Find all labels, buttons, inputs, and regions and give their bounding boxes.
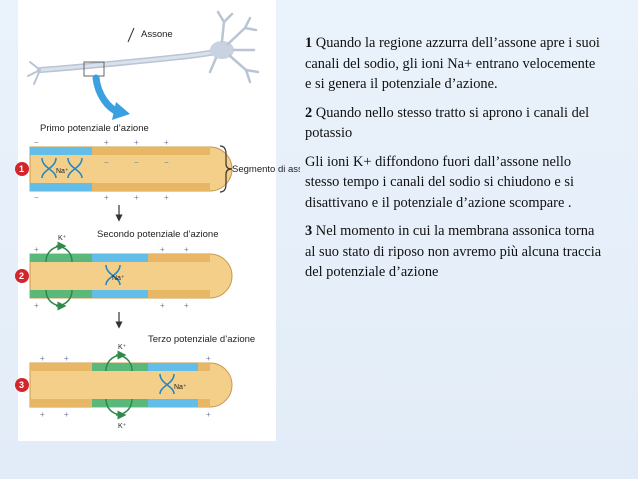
step-3-badge <box>15 378 29 392</box>
state-2-axon: K⁺ Na⁺ + + + + + + <box>29 235 233 311</box>
svg-text:+: + <box>64 410 69 419</box>
paragraph-1: 1 Quando la regione azzurra dell’assone … <box>305 33 605 95</box>
step-2-badge <box>15 269 29 283</box>
svg-text:+: + <box>104 138 109 147</box>
svg-text:+: + <box>206 410 211 419</box>
segment-bracket <box>219 145 233 193</box>
svg-text:K⁺: K⁺ <box>118 423 127 430</box>
svg-text:−: − <box>134 158 139 167</box>
svg-text:−: − <box>164 158 169 167</box>
svg-text:−: − <box>34 138 39 147</box>
svg-text:+: + <box>34 245 39 254</box>
paragraph-1-number: 1 <box>305 35 313 51</box>
paragraph-1-text: Quando la regione azzurra dell’assone ap… <box>305 35 600 92</box>
paragraph-2-text: Quando nello stesso tratto si aprono i c… <box>305 104 590 142</box>
label-primo: Primo potenziale d’azione <box>40 123 149 134</box>
label-terzo: Terzo potenziale d’azione <box>148 334 255 345</box>
paragraph-2: 2 Quando nello stesso tratto si aprono i… <box>305 103 605 144</box>
svg-text:1: 1 <box>19 164 24 174</box>
svg-text:+: + <box>184 245 189 254</box>
svg-text:+: + <box>160 301 165 310</box>
svg-text:−: − <box>34 193 39 202</box>
svg-text:+: + <box>104 193 109 202</box>
svg-text:+: + <box>184 301 189 310</box>
svg-text:+: + <box>40 354 45 363</box>
svg-text:+: + <box>206 354 211 363</box>
axon-diagram: Assone Primo potenziale d’azione + + + −… <box>15 0 300 441</box>
green-region <box>30 254 92 262</box>
state-3-axon: K⁺ K⁺ Na⁺ + + + + + + <box>29 344 233 430</box>
svg-text:+: + <box>164 193 169 202</box>
explanation-text: 1 Quando la regione azzurra dell’assone … <box>305 33 605 291</box>
label-secondo: Secondo potenziale d’azione <box>97 229 218 240</box>
svg-text:+: + <box>134 193 139 202</box>
svg-text:K⁺: K⁺ <box>118 344 127 351</box>
svg-text:Na⁺: Na⁺ <box>56 168 69 175</box>
svg-text:Na⁺: Na⁺ <box>112 275 125 282</box>
state-1-axon: + + + − − − − − + + + Na⁺ <box>29 138 233 202</box>
svg-text:3: 3 <box>19 380 24 390</box>
svg-text:+: + <box>134 138 139 147</box>
svg-text:+: + <box>40 410 45 419</box>
paragraph-2-number: 2 <box>305 104 313 121</box>
paragraph-3: 3 Nel momento in cui la membrana assonic… <box>305 221 605 283</box>
step-1-badge <box>15 162 29 176</box>
svg-text:−: − <box>104 158 109 167</box>
label-assone: Assone <box>141 29 173 40</box>
svg-text:+: + <box>160 245 165 254</box>
svg-text:Na⁺: Na⁺ <box>174 384 187 391</box>
paragraph-2b-text: Gli ioni K+ diffondono fuori dall’assone… <box>305 153 574 211</box>
svg-text:+: + <box>64 354 69 363</box>
svg-text:+: + <box>164 138 169 147</box>
svg-text:2: 2 <box>19 271 24 281</box>
svg-text:+: + <box>34 301 39 310</box>
paragraph-3-text: Nel momento in cui la membrana assonica … <box>305 223 602 280</box>
label-segmento: Segmento di assone <box>232 164 300 175</box>
blue-region <box>30 147 92 155</box>
paragraph-2b: Gli ioni K+ diffondono fuori dall’assone… <box>305 152 605 214</box>
paragraph-3-number: 3 <box>305 223 313 239</box>
svg-text:K⁺: K⁺ <box>58 235 67 242</box>
